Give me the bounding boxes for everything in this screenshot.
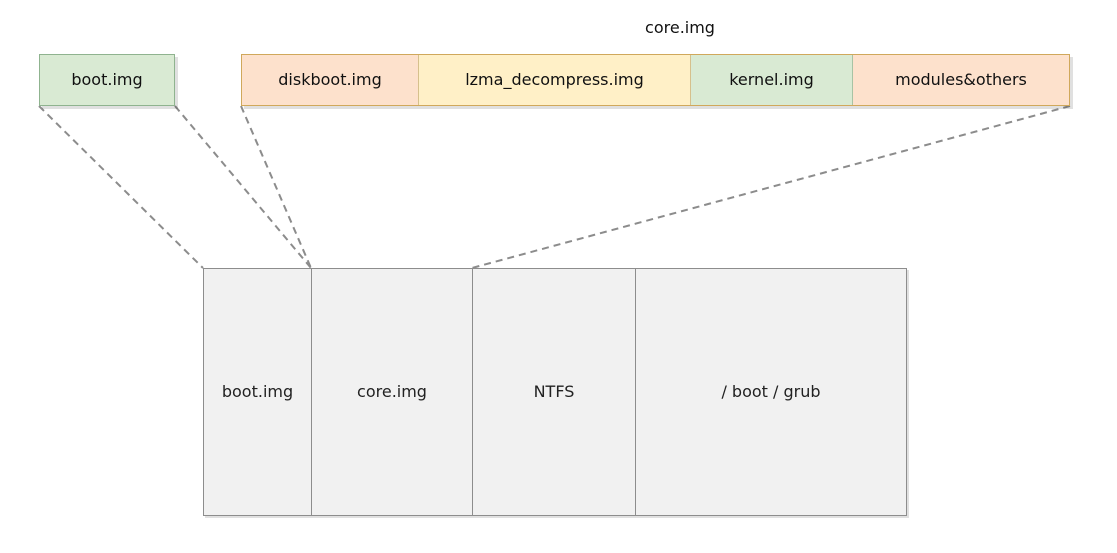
boot-img-label: boot.img [71, 70, 143, 89]
lzma-decompress-img-segment: lzma_decompress.img [419, 55, 691, 105]
disk-partition-boot-grub-label: / boot / grub [721, 382, 821, 401]
disk-partition-boot-grub: / boot / grub [636, 269, 906, 515]
disk-partition-boot-img-label: boot.img [221, 382, 294, 401]
disk-partition-ntfs-label: NTFS [533, 382, 575, 401]
diskboot-img-label: diskboot.img [278, 70, 382, 89]
disk-partition-boot-img: boot.img [204, 269, 312, 515]
boot-right-connector [174, 105, 312, 269]
disk-partition-core-img-label: core.img [357, 382, 427, 401]
lzma-decompress-img-label: lzma_decompress.img [465, 70, 644, 89]
core-left-connector [240, 105, 312, 269]
core-right-connector [471, 105, 1071, 269]
kernel-img-segment: kernel.img [691, 55, 853, 105]
boot-img-box: boot.img [39, 54, 175, 106]
disk-partition-core-img: core.img [312, 269, 473, 515]
core-img-title: core.img [645, 18, 715, 37]
kernel-img-label: kernel.img [729, 70, 814, 89]
boot-left-connector [38, 105, 204, 269]
modules-others-segment: modules&others [853, 55, 1069, 105]
diskboot-img-segment: diskboot.img [242, 55, 419, 105]
modules-others-label: modules&others [895, 70, 1027, 89]
disk-partition-ntfs: NTFS [473, 269, 636, 515]
disk-layout: boot.img core.img NTFS / boot / grub [203, 268, 907, 516]
core-img-strip: diskboot.img lzma_decompress.img kernel.… [241, 54, 1070, 106]
